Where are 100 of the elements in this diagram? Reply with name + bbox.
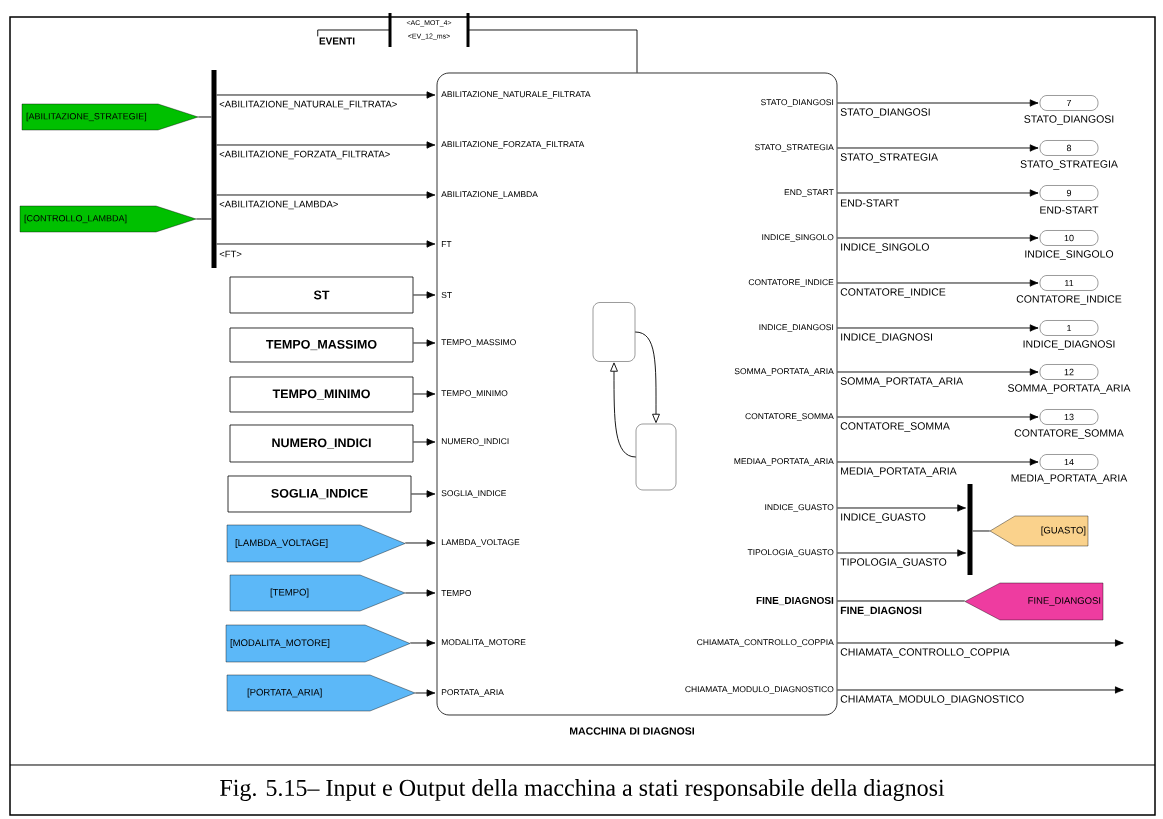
port-label: INDICE_SINGOLO <box>762 234 834 242</box>
signal-tag: [MODALITA_MOTORE] <box>225 624 411 663</box>
arrow <box>410 490 436 498</box>
signal-tag: [TEMPO] <box>229 574 406 612</box>
arrow <box>836 324 1039 332</box>
signal-label: CONTATORE_SOMMA <box>839 421 951 433</box>
arrow <box>836 413 1039 421</box>
signal-line <box>317 29 391 37</box>
arrow <box>836 639 1124 647</box>
port-name: MEDIA_PORTATA_ARIA <box>1011 474 1128 484</box>
outport-block: 10 <box>1039 230 1099 246</box>
signal-label: CHIAMATA_CONTROLLO_COPPIA <box>839 647 1011 659</box>
arrow <box>836 686 1124 694</box>
constant-block: TEMPO_MASSIMO <box>229 327 414 363</box>
signal-label: MEDIA_PORTATA_ARIA <box>839 466 958 478</box>
signal-label: TIPOLOGIA_GUASTO <box>839 557 948 569</box>
port-label: INDICE_GUASTO <box>765 504 834 512</box>
port-label: LAMBDA_VOLTAGE <box>441 539 520 547</box>
port-label: CONTATORE_INDICE <box>748 279 834 287</box>
arrow <box>412 291 436 299</box>
signal-label: <ABILITAZIONE_FORZATA_FILTRATA> <box>218 149 392 161</box>
arrow <box>412 390 436 398</box>
outport-block: 11 <box>1039 275 1099 291</box>
port-label: PORTATA_ARIA <box>441 689 504 697</box>
port-name: END-START <box>1040 206 1099 214</box>
port-label: ABILITAZIONE_FORZATA_FILTRATA <box>441 141 585 149</box>
signal-label: STATO_STRATEGIA <box>839 152 940 164</box>
port-label: CONTATORE_SOMMA <box>745 413 834 421</box>
constant-block: TEMPO_MINIMO <box>229 376 414 413</box>
signal-label: INDICE_SINGOLO <box>839 242 931 254</box>
arrow <box>836 504 966 512</box>
signal-label: STATO_DIANGOSI <box>839 107 932 119</box>
arrow <box>836 189 1039 197</box>
arrow <box>836 234 1039 242</box>
port-name: STATO_STRATEGIA <box>1020 160 1118 170</box>
signal-label: CHIAMATA_MODULO_DIAGNOSTICO <box>839 694 1026 706</box>
arrow <box>836 279 1039 287</box>
event-label: EVENTI <box>319 37 355 45</box>
signal-tag: [ABILITAZIONE_STRATEGIE] <box>21 103 199 131</box>
arrow <box>412 438 436 446</box>
arrow <box>412 339 436 347</box>
arrow <box>836 368 1039 376</box>
port-name: STATO_DIANGOSI <box>1024 115 1114 125</box>
arrow <box>404 589 436 597</box>
port-label: SOMMA_PORTATA_ARIA <box>734 368 834 376</box>
arrow <box>836 458 1039 466</box>
port-label: TEMPO <box>441 590 472 596</box>
arrow <box>836 144 1039 152</box>
signal-tag: [CONTROLLO_LAMBDA] <box>19 205 197 233</box>
constant-block: NUMERO_INDICI <box>229 424 414 463</box>
port-name: CONTATORE_INDICE <box>1016 295 1122 305</box>
port-label: NUMERO_INDICI <box>441 438 509 446</box>
signal-line <box>197 116 212 118</box>
signal-tag: [PORTATA_ARIA] <box>226 674 416 712</box>
constant-block: SOGLIA_INDICE <box>227 475 412 513</box>
transition-arrow <box>634 331 660 424</box>
signal-label: FINE_DIAGNOSI <box>839 605 923 617</box>
arrow <box>836 99 1039 107</box>
port-label: END_START <box>784 189 834 197</box>
port-label: TEMPO_MINIMO <box>441 390 508 398</box>
arrow <box>216 191 436 199</box>
signal-label: END-START <box>839 198 901 208</box>
port-name: SOMMA_PORTATA_ARIA <box>1008 384 1131 394</box>
port-label: MODALITA_MOTORE <box>441 639 526 647</box>
signal-line <box>972 530 991 532</box>
port-label: ST <box>441 292 452 298</box>
block-title: MACCHINA DI DIAGNOSI <box>570 727 694 735</box>
signal-line <box>467 29 638 74</box>
outport-block: 13 <box>1039 409 1099 425</box>
figure-caption: Fig. 5.15– Input e Output della macchina a stati responsabile della diagnosi <box>220 779 945 801</box>
signal-label: <ABILITAZIONE_NATURALE_FILTRATA> <box>218 99 399 111</box>
outport-block: 7 <box>1039 95 1099 111</box>
signal-label: SOMMA_PORTATA_ARIA <box>839 376 965 388</box>
port-label: CHIAMATA_MODULO_DIAGNOSTICO <box>685 686 834 694</box>
arrow <box>836 549 966 557</box>
port-label: STATO_STRATEGIA <box>755 144 834 152</box>
arrow <box>414 689 436 697</box>
outport-block: 1 <box>1039 320 1099 336</box>
port-label: MEDIAA_PORTATA_ARIA <box>734 458 834 466</box>
bus-bar <box>211 70 217 268</box>
port-label: TEMPO_MASSIMO <box>441 339 516 347</box>
port-label: FT <box>441 241 452 247</box>
transition-arrow <box>610 362 637 458</box>
arrow <box>216 141 436 149</box>
arrow <box>216 240 436 248</box>
port-label: CHIAMATA_CONTROLLO_COPPIA <box>697 639 834 647</box>
outport-block: 9 <box>1039 185 1099 201</box>
port-label: FINE_DIAGNOSI <box>756 596 834 606</box>
arrow <box>216 91 436 99</box>
port-name: INDICE_DIAGNOSI <box>1023 340 1115 350</box>
port-label: STATO_DIANGOSI <box>761 99 834 107</box>
port-label: ABILITAZIONE_LAMBDA <box>441 191 538 199</box>
arrow <box>409 639 436 647</box>
signal-line <box>195 218 212 220</box>
port-label: TIPOLOGIA_GUASTO <box>747 549 834 557</box>
state-box <box>635 423 677 491</box>
arrow <box>404 539 436 547</box>
signal-line <box>836 600 966 602</box>
signal-label: <FT> <box>218 249 243 259</box>
signal-tag: [LAMBDA_VOLTAGE] <box>226 524 406 563</box>
